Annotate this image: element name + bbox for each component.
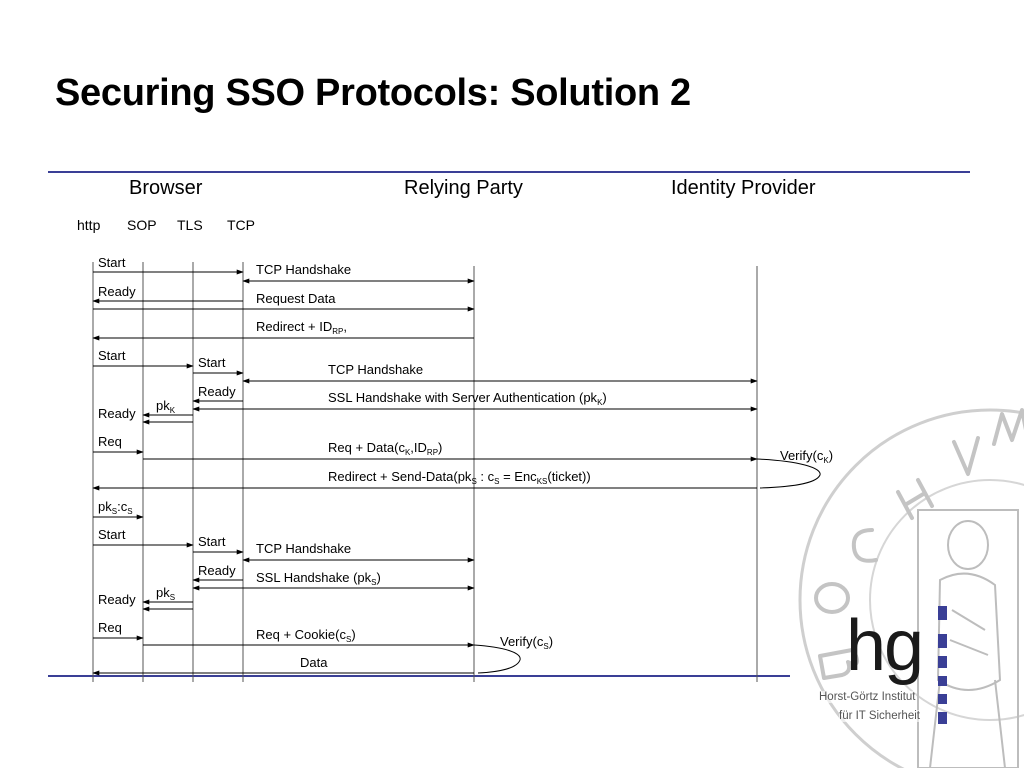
verify-cs-loop [473,644,521,674]
label-ssl-handshake-rp: SSL Handshake (pkS) [256,570,381,587]
label-tls-ready-2: Ready [198,384,236,399]
hgi-logo-i [938,606,947,724]
label-ready-3: Ready [98,592,136,607]
label-pk-k: pkK [156,398,176,415]
layer-tcp: TCP [227,217,255,233]
slide-title: Securing SSO Protocols: Solution 2 [55,72,691,114]
label-req-1: Req [98,434,122,449]
label-start-2: Start [98,348,126,363]
header-browser: Browser [129,177,203,199]
label-ssl-handshake-idp: SSL Handshake with Server Authentication… [328,390,607,407]
hgi-logo-line1: Horst-Görtz Institut [819,691,916,703]
label-data: Data [300,655,328,670]
label-ready-1: Ready [98,284,136,299]
university-seal-watermark [790,380,1024,768]
label-start-3: Start [98,527,126,542]
label-req-2: Req [98,620,122,635]
label-ready-2: Ready [98,406,136,421]
bottom-divider [48,675,790,677]
label-tcp-handshake-rp-1: TCP Handshake [256,262,352,277]
hgi-logo-mark: hg [846,606,924,686]
layer-sop: SOP [127,217,157,233]
top-divider [48,171,970,173]
header-identity-provider: Identity Provider [671,177,816,199]
label-req-data: Req + Data(cK,IDRP) [328,440,443,457]
layer-http: http [77,217,101,233]
label-tls-start-3: Start [198,534,226,549]
label-start-1: Start [98,255,126,270]
label-request-data: Request Data [256,291,336,306]
label-redirect-id-rp: Redirect + IDRP, [256,319,347,336]
label-tcp-handshake-rp-2: TCP Handshake [256,541,352,556]
label-tls-ready-3: Ready [198,563,236,578]
layer-tls: TLS [177,217,203,233]
label-redirect-send-data: Redirect + Send-Data(pkS : cS = EncKS(ti… [328,469,591,486]
hgi-logo-line2: für IT Sicherheit [839,710,920,722]
label-tls-start-2: Start [198,355,226,370]
label-req-cookie: Req + Cookie(cS) [256,627,356,644]
verify-ck-loop [756,458,821,489]
label-pks-cs: pkS:cS [98,499,133,516]
header-relying-party: Relying Party [404,177,523,199]
label-tcp-handshake-idp: TCP Handshake [328,362,424,377]
label-verify-cs: Verify(cS) [500,634,554,651]
label-pk-s: pkS [156,585,176,602]
label-verify-ck: Verify(cK) [780,448,834,465]
